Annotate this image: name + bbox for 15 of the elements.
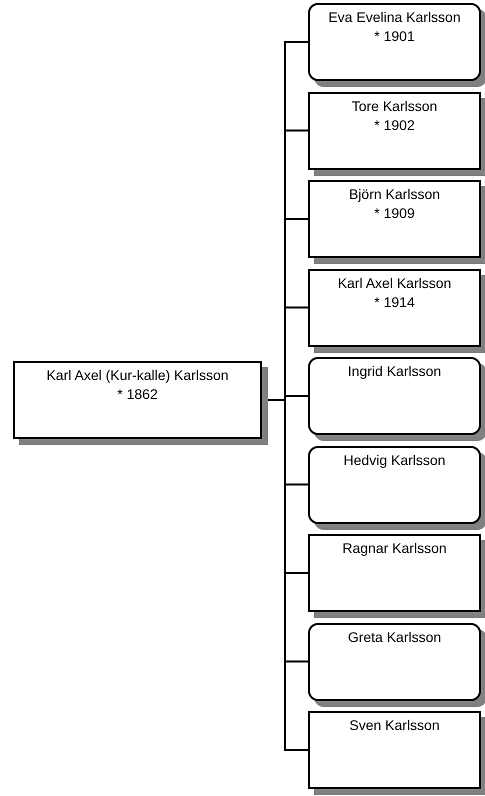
person-name: Ingrid Karlsson <box>348 362 442 381</box>
birth-year: * 1901 <box>374 27 415 46</box>
person-name: Ragnar Karlsson <box>342 539 447 558</box>
person-name: Hedvig Karlsson <box>344 450 446 470</box>
person-name: Tore Karlsson <box>352 96 438 116</box>
birth-year: * 1914 <box>374 292 415 312</box>
birth-year: * 1902 <box>374 116 415 134</box>
person-name: Björn Karlsson <box>348 185 440 204</box>
birth-year: * 1862 <box>117 385 158 404</box>
person-name: Greta Karlsson <box>348 628 442 646</box>
birth-year: * 1909 <box>374 204 415 223</box>
person-name: Sven Karlsson <box>349 716 440 735</box>
person-name: Karl Axel (Kur-kalle) Karlsson <box>46 366 229 385</box>
person-name: Eva Evelina Karlsson <box>328 8 461 27</box>
person-name: Karl Axel Karlsson <box>338 274 452 292</box>
